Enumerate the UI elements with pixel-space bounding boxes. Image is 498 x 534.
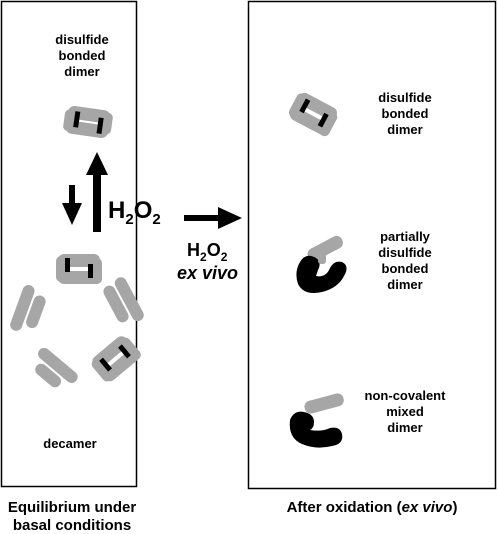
decamer-label: decamer: [43, 436, 96, 451]
svg-text:bonded: bonded: [59, 48, 106, 63]
svg-text:dimer: dimer: [387, 277, 422, 292]
left-caption: Equilibrium under basal conditions: [8, 499, 136, 534]
decamer-dimer-right-upper: [103, 277, 144, 323]
middle-h2o2-label: H2O2: [187, 240, 228, 264]
svg-text:disulfide: disulfide: [55, 32, 108, 47]
decamer-dimer-left: [10, 285, 46, 331]
decamer-ring: [10, 254, 144, 388]
decamer-dimer-right-lower: [91, 336, 141, 382]
svg-text:mixed: mixed: [386, 404, 424, 419]
svg-text:bonded: bonded: [382, 106, 429, 121]
svg-text:dimer: dimer: [387, 122, 422, 137]
left-panel-frame: [0, 0, 138, 488]
right-panel-frame: [247, 0, 497, 490]
svg-text:partially: partially: [380, 229, 431, 244]
left-disulfide-dimer: [63, 105, 113, 139]
svg-text:dimer: dimer: [64, 64, 99, 79]
decamer-dimer-bottom-left: [35, 347, 78, 388]
equilibrium-down-arrow: [62, 185, 82, 225]
right-disulfide-dimer: [288, 92, 338, 137]
ex-vivo-label: ex vivo: [177, 263, 238, 283]
right-mixed-dimer: [289, 393, 344, 448]
right-label-1: disulfide bonded dimer: [378, 90, 431, 137]
svg-text:disulfide: disulfide: [378, 245, 431, 260]
reaction-arrow: [184, 207, 242, 229]
svg-text:dimer: dimer: [387, 420, 422, 435]
left-top-label: disulfide bonded dimer: [55, 32, 108, 79]
right-caption: After oxidation (ex vivo): [287, 499, 458, 516]
right-label-3: non-covalent mixed dimer: [365, 388, 447, 435]
svg-text:Equilibrium under: Equilibrium under: [8, 499, 136, 516]
right-label-2: partially disulfide bonded dimer: [378, 229, 431, 292]
equilibrium-up-arrow: [86, 152, 108, 232]
svg-text:disulfide: disulfide: [378, 90, 431, 105]
right-partial-dimer: [296, 235, 347, 293]
left-h2o2-label: H2O2: [108, 197, 161, 228]
svg-text:basal conditions: basal conditions: [13, 517, 131, 534]
decamer-dimer-top: [56, 254, 102, 284]
svg-text:non-covalent: non-covalent: [365, 388, 447, 403]
svg-text:bonded: bonded: [382, 261, 429, 276]
